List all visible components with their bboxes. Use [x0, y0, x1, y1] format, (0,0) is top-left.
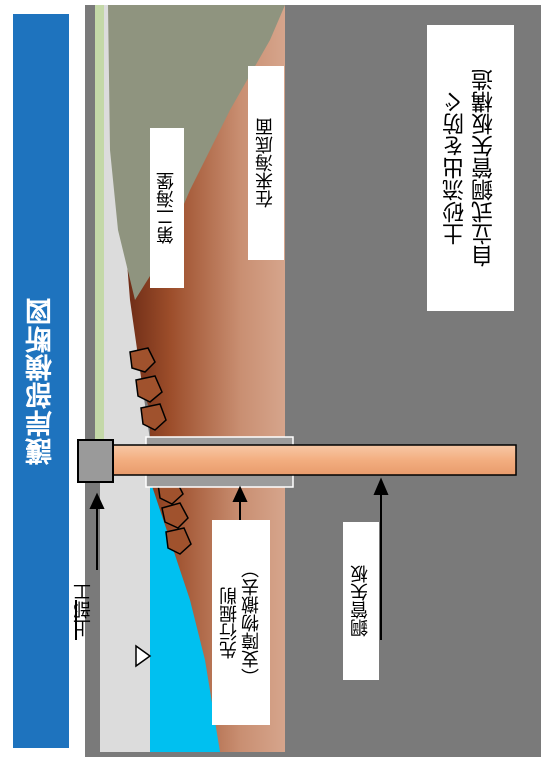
cap-beam — [77, 439, 114, 483]
label-existing-seabed: 在来海底面 — [248, 66, 284, 260]
arrow-steel-pipe — [373, 477, 389, 640]
label-steel-pipe-sheet-pile-text: 鋼管矢板 — [349, 565, 371, 637]
arrow-upper-work — [75, 492, 105, 640]
label-second-seawall: 第二海堡 — [150, 128, 184, 288]
surface-strip — [95, 5, 104, 440]
title-bar: 護岸部横断図 — [13, 14, 69, 748]
label-upper-work-text: 上部工 — [73, 583, 94, 637]
label-structure-line2: 自立式鋼管矢板構造 — [471, 69, 497, 267]
page-title: 護岸部横断図 — [25, 297, 57, 465]
label-pre-excavation: 先行掘削 （支障物撤去） — [212, 520, 270, 725]
label-existing-seabed-text: 在来海底面 — [254, 118, 276, 208]
label-upper-work: 上部工 — [70, 575, 98, 645]
label-second-seawall-text: 第二海堡 — [155, 172, 177, 244]
arrow-up-icon — [232, 485, 248, 502]
label-steel-pipe-sheet-pile: 鋼管矢板 — [343, 522, 379, 680]
label-structure-line1: 土砂流出を防ぐ — [442, 91, 468, 245]
fill-layer — [100, 5, 150, 752]
arrow-up-icon — [89, 492, 105, 509]
water-level-triangle-icon — [135, 644, 152, 668]
label-structure: 土砂流出を防ぐ 自立式鋼管矢板構造 — [427, 25, 514, 311]
label-pre-excavation-line1: 先行掘削 — [218, 586, 240, 659]
arrow-up-icon — [373, 477, 389, 495]
label-pre-excavation-line2: （支障物撤去） — [241, 559, 262, 686]
steel-pipe-sheet-pile — [84, 444, 517, 476]
